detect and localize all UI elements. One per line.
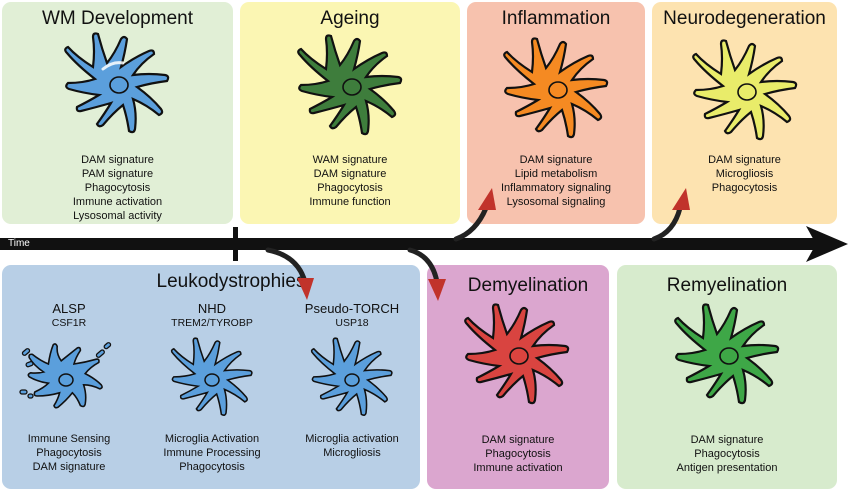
microglia-cell-icon (170, 337, 253, 416)
feature-item: Phagocytosis (179, 461, 245, 473)
feature-item: DAM signature (519, 154, 593, 166)
feature-item: PAM signature (81, 168, 154, 180)
microglia-cell-icon (674, 303, 780, 405)
feature-item: Lipid metabolism (514, 168, 598, 180)
microglia-cell-icon (503, 37, 609, 139)
feature-item: WAM signature (312, 154, 388, 166)
timeline-bar (0, 238, 818, 250)
feature-item: DAM signature (313, 168, 387, 180)
feature-item: DAM signature (32, 461, 106, 473)
feature-item: Immune function (309, 196, 391, 208)
panel-title: WM Development (42, 8, 193, 29)
feature-item: Phagocytosis (694, 448, 760, 460)
feature-item: Microgliosis (323, 447, 381, 459)
panel-title: Ageing (320, 8, 380, 29)
feature-item: DAM signature (481, 434, 555, 446)
panel-title: Neurodegeneration (663, 8, 826, 29)
condition-name: ALSP (52, 301, 86, 316)
feature-item: Microglia activation (305, 433, 399, 445)
feature-item: Immune activation (72, 196, 163, 208)
microglia-cell-icon (310, 337, 393, 416)
feature-item: Phagocytosis (84, 182, 151, 194)
condition-name: NHD (197, 301, 227, 316)
panel-title: Demyelination (467, 275, 589, 296)
microglia-cell-icon (64, 32, 170, 134)
gene-name: TREM2/TYROBP (171, 317, 253, 329)
microglia-cell-icon (692, 39, 798, 141)
feature-item: DAM signature (81, 154, 154, 166)
gene-name: CSF1R (51, 317, 87, 329)
panel-title: Inflammation (501, 8, 611, 29)
microglia-cell-icon (19, 342, 112, 409)
feature-item: Immune activation (473, 462, 563, 474)
feature-item: Lysosomal activity (73, 210, 162, 222)
panel-title: Leukodystrophies (156, 271, 306, 292)
feature-item: Lysosomal signaling (506, 196, 606, 208)
timeline-tick (233, 227, 238, 261)
feature-item: DAM signature (690, 434, 764, 446)
feature-item: Phagocytosis (317, 182, 383, 194)
column-nhd: NHD TREM2/TYROBP (152, 301, 272, 330)
feature-item: Microgliosis (715, 168, 774, 180)
gene-name: USP18 (335, 317, 369, 329)
feature-item: Inflammatory signaling (500, 182, 612, 194)
panel-leukodystrophies: Leukodystrophies ALSP CSF1R Immune Sensi… (2, 265, 420, 489)
microglia-cell-icon (297, 34, 403, 136)
panel-title: Remyelination (666, 275, 788, 296)
feature-item: Phagocytosis (485, 448, 551, 460)
feature-item: Immune Sensing (27, 433, 111, 445)
feature-item: Antigen presentation (676, 462, 778, 474)
condition-name: Pseudo-TORCH (304, 301, 400, 316)
column-alsp: ALSP CSF1R (14, 301, 124, 330)
timeline-arrowhead (806, 226, 848, 262)
feature-item: DAM signature (708, 154, 781, 166)
feature-item: Microglia Activation (164, 433, 260, 445)
timeline-label: Time (8, 238, 30, 249)
microglia-cell-icon (464, 303, 570, 405)
column-pseudo-torch: Pseudo-TORCH USP18 (292, 301, 412, 330)
feature-item: Immune Processing (163, 447, 261, 459)
feature-item: Phagocytosis (36, 447, 102, 459)
feature-item: Phagocytosis (711, 182, 778, 194)
